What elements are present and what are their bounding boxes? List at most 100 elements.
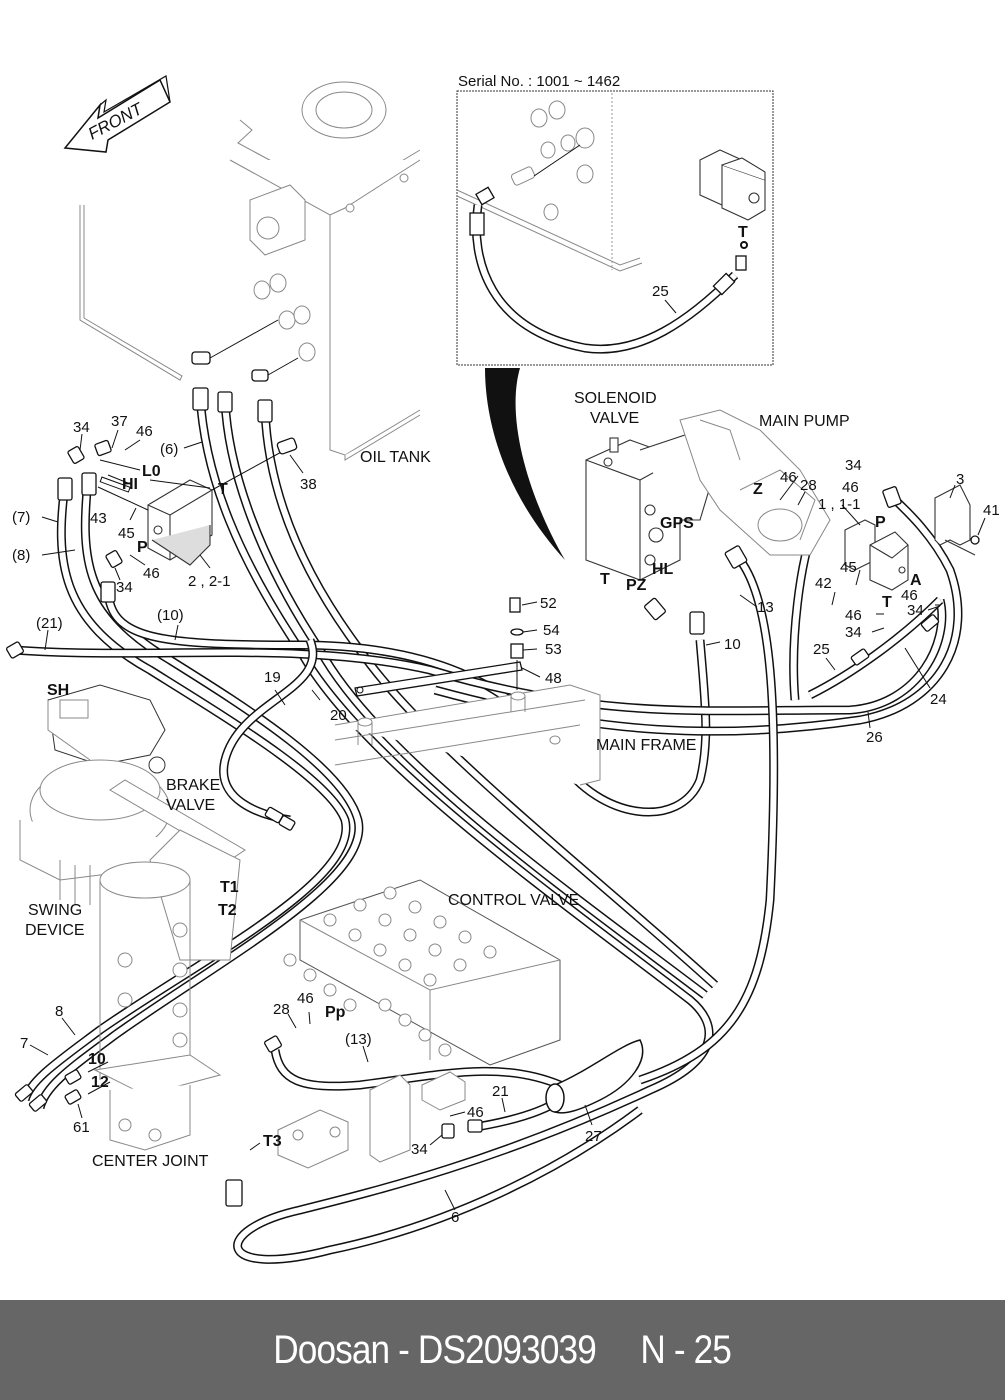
callout-3: 3 [956,471,964,488]
caption-brake-valve-1: BRAKE [166,777,220,794]
port-z: Z [753,481,763,498]
callout-46: 46 [467,1104,484,1121]
main-pump [679,409,831,556]
callout-10: 10 [724,636,741,653]
callout-26: 26 [866,729,883,746]
callout-7: 7 [20,1035,28,1052]
callout-46: 46 [845,607,862,624]
caption-swing-device-2: DEVICE [25,922,85,939]
callout-46: 46 [901,587,918,604]
control-valve [283,879,561,1066]
callout-21-paren: (21) [36,615,63,632]
caption-brake-valve-2: VALVE [166,797,215,814]
port-10-center-joint: 10 [88,1051,106,1068]
port-p-left: P [137,539,148,556]
right-solenoid-block [844,519,909,591]
callout-34: 34 [907,602,924,619]
callout-28: 28 [273,1001,290,1018]
callout-13-paren: (13) [345,1031,372,1048]
callout-54: 54 [543,622,560,639]
callout-38: 38 [300,476,317,493]
port-t1: T1 [220,879,239,896]
callout-34: 34 [116,579,133,596]
callout-34: 34 [845,457,862,474]
callout-13: 13 [757,599,774,616]
callout-46: 46 [780,469,797,486]
inset-port-t: T [738,224,748,241]
callout-46: 46 [143,565,160,582]
callout-45: 45 [118,525,135,542]
oil-tank [79,81,421,461]
port-l0: L0 [142,463,161,480]
port-t3: T3 [263,1133,282,1150]
callout-28: 28 [800,477,817,494]
port-t-solenoid: T [600,571,610,588]
callout-6-paren: (6) [160,441,178,458]
left-valve-block [147,479,213,566]
leader-lines [29,429,986,1211]
port-hi: HI [122,476,138,493]
callout-25: 25 [813,641,830,658]
caption-main-pump: MAIN PUMP [759,413,850,430]
caption-control-valve: CONTROL VALVE [448,892,579,909]
callout-46: 46 [297,990,314,1007]
port-a: A [910,572,922,589]
port-hl: HL [652,561,674,578]
inset-callout-25: 25 [652,283,669,300]
callout-24: 24 [930,691,947,708]
part-number-callouts: 34 37 46 (6) 38 (7) (8) 43 45 46 34 2 , … [12,413,1000,1226]
port-sh: SH [47,682,69,699]
callout-52: 52 [540,595,557,612]
caption-main-frame: MAIN FRAME [596,737,696,754]
serial-inset: Serial No. : 1001 ~ 1462 T 25 [456,73,774,366]
callout-2-2-1: 2 , 2-1 [188,573,231,590]
callout-1-1-1: 1 , 1-1 [818,496,861,513]
callout-6: 6 [451,1209,459,1226]
callout-46: 46 [136,423,153,440]
callout-48: 48 [545,670,562,687]
component-captions: SOLENOID VALVE MAIN PUMP MAIN FRAME BRAK… [25,390,850,1170]
callout-19: 19 [264,669,281,686]
footer-bar: Doosan - DS2093039 N - 25 [0,1300,1005,1400]
callout-7-paren: (7) [12,509,30,526]
callout-43: 43 [90,510,107,527]
callout-46: 46 [842,479,859,496]
port-pp: Pp [325,1004,346,1021]
front-arrow: FRONT [63,75,171,153]
port-t-right: T [882,594,892,611]
caption-swing-device-1: SWING [28,902,82,919]
bracket [934,484,976,556]
callout-8-paren: (8) [12,547,30,564]
callout-61: 61 [73,1119,90,1136]
callout-10-paren: (10) [157,607,184,624]
caption-oil-tank: OIL TANK [360,449,431,466]
port-t-left: T [218,481,228,498]
solenoid-valve [585,429,716,581]
caption-solenoid-valve-2: VALVE [590,410,639,427]
callout-20: 20 [330,707,347,724]
callout-53: 53 [545,641,562,658]
port-12-center-joint: 12 [91,1074,109,1091]
serial-label: Serial No. : 1001 ~ 1462 [458,73,620,90]
main-frame [334,684,601,786]
footer-caption: Doosan - DS2093039 N - 25 [273,1327,733,1372]
callout-34: 34 [73,419,90,436]
port-labels: L0 HI P T SH T1 T2 T3 Pp GPS HL T PZ Z P… [47,463,922,1150]
port-pz: PZ [626,577,647,594]
port-gps: GPS [660,515,694,532]
callout-42: 42 [815,575,832,592]
callout-21: 21 [492,1083,509,1100]
callout-34: 34 [845,624,862,641]
port-p-right: P [875,514,886,531]
caption-solenoid-valve-1: SOLENOID [574,390,657,407]
callout-27: 27 [585,1128,602,1145]
callout-8: 8 [55,1003,63,1020]
callout-34: 34 [411,1141,428,1158]
hydraulic-piping-diagram: Serial No. : 1001 ~ 1462 T 25 [6,73,1000,1264]
callout-37: 37 [111,413,128,430]
center-joint [93,861,222,1151]
port-t2: T2 [218,902,237,919]
callout-45: 45 [840,559,857,576]
caption-center-joint: CENTER JOINT [92,1153,209,1170]
callout-41: 41 [983,502,1000,519]
